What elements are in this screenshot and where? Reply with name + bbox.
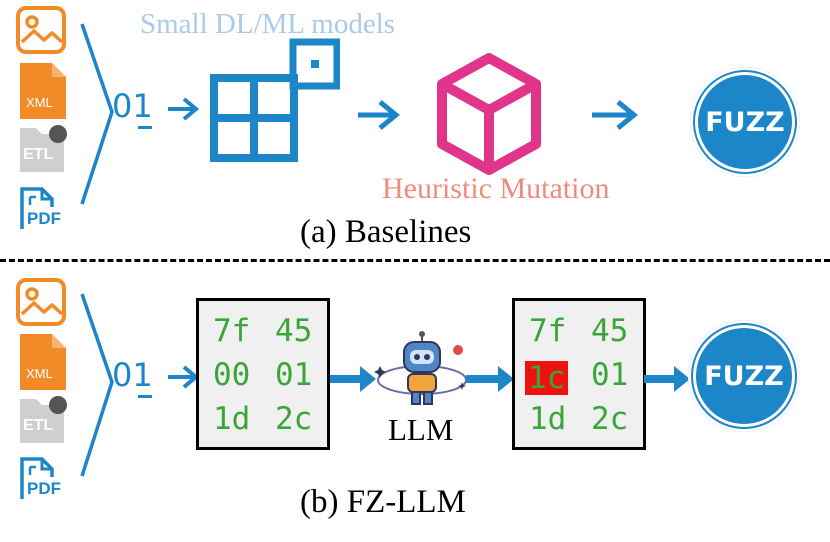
- pdf-file-label: PDF: [27, 479, 61, 498]
- hex-cell: 2c: [275, 401, 313, 437]
- pdf-file-label: PDF: [27, 209, 61, 228]
- arrow-icon: [168, 97, 200, 121]
- binary-underline: [138, 395, 152, 398]
- xml-file-icon: XML: [20, 334, 66, 390]
- hex-cell: 01: [275, 357, 313, 393]
- hex-input-box: 7f 45 00 01 1d 2c: [196, 298, 330, 450]
- hex-row: 1d 2c: [199, 401, 327, 441]
- hex-row: 7f 45: [515, 313, 643, 353]
- arrow-icon: [168, 365, 200, 389]
- etl-file-icon: ETL: [18, 124, 68, 174]
- fuzz-ring: [695, 72, 795, 172]
- hex-cell: 2c: [591, 401, 629, 437]
- models-label: Small DL/ML models: [140, 8, 396, 40]
- hex-cell: 7f: [529, 313, 567, 349]
- hex-cell: 01: [591, 357, 629, 393]
- hex-cell: 45: [591, 313, 629, 349]
- binary-underline: [138, 126, 152, 129]
- pdf-file-icon: PDF: [16, 453, 68, 505]
- hex-cell-mutated: 1c: [525, 361, 569, 395]
- fuzz-badge: FUZZ: [688, 320, 800, 432]
- xml-file-icon: XML: [20, 63, 66, 119]
- hex-cell: 00: [213, 357, 251, 393]
- bracket-icon: [80, 293, 114, 477]
- hex-row: 00 01: [199, 357, 327, 397]
- fuzz-badge: FUZZ: [690, 67, 800, 177]
- pdf-file-icon: PDF: [16, 183, 68, 235]
- arrow-icon: [330, 366, 376, 392]
- bracket-icon: [80, 23, 114, 205]
- robot-icon: [374, 331, 467, 405]
- arrow-icon: [358, 100, 400, 130]
- caption-fzllm: (b) FZ-LLM: [300, 484, 466, 520]
- xml-file-label: XML: [26, 95, 53, 110]
- arrow-icon: [644, 366, 690, 392]
- cube-icon: [437, 53, 541, 175]
- hex-cell: 1d: [213, 401, 251, 437]
- separator-line: [0, 259, 830, 262]
- binary-label: 01: [112, 356, 153, 394]
- hex-output-box: 7f 45 1c 01 1d 2c: [512, 298, 646, 450]
- hex-cell: 7f: [213, 313, 251, 349]
- arrow-icon: [592, 100, 638, 130]
- etl-file-label: ETL: [23, 417, 54, 434]
- fuzz-ring: [693, 325, 795, 427]
- caption-baselines: (a) Baselines: [300, 214, 472, 250]
- etl-file-icon: ETL: [18, 395, 68, 445]
- hex-row: 7f 45: [199, 313, 327, 353]
- hex-row: 1c 01: [515, 357, 643, 397]
- llm-label: LLM: [388, 412, 454, 447]
- hex-cell: 45: [275, 313, 313, 349]
- hex-cell: 1d: [529, 401, 567, 437]
- binary-label: 01: [112, 87, 153, 125]
- fuzz-label: FUZZ: [705, 106, 785, 138]
- arrow-icon: [466, 366, 514, 392]
- image-file-icon: [16, 6, 66, 54]
- mutation-label: Heuristic Mutation: [382, 172, 610, 205]
- image-file-icon: [16, 278, 66, 326]
- hex-row: 1d 2c: [515, 401, 643, 441]
- xml-file-label: XML: [26, 366, 53, 381]
- models-grid-icon: [210, 38, 340, 162]
- etl-file-label: ETL: [23, 146, 54, 163]
- fuzz-label: FUZZ: [704, 360, 784, 392]
